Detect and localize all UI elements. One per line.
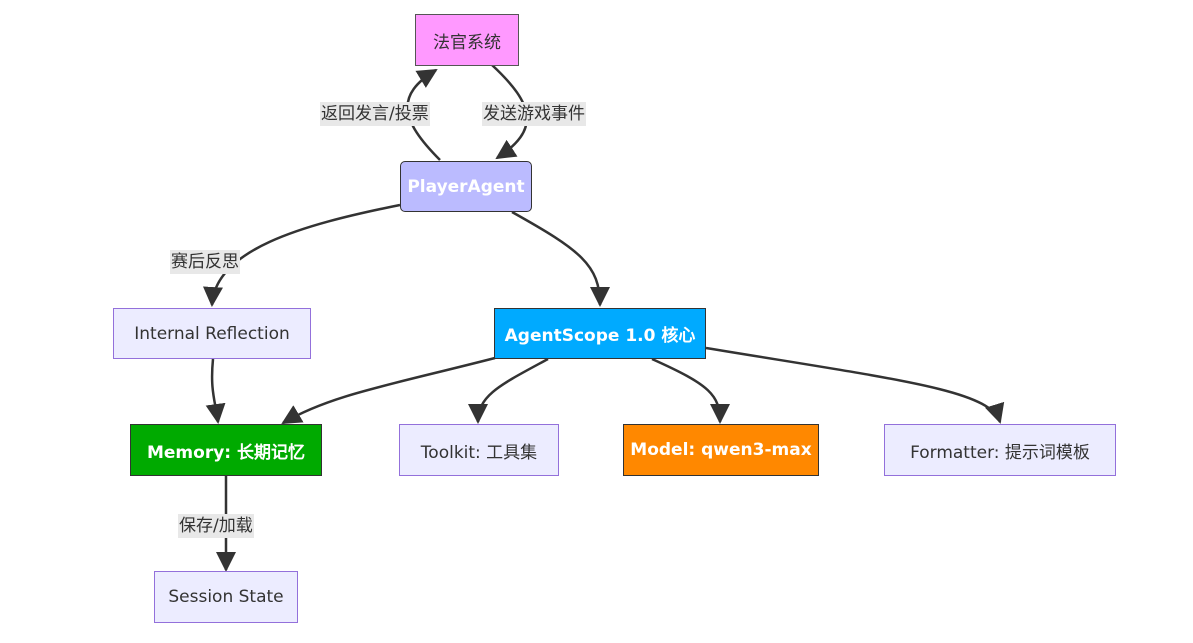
node-label: Memory: 长期记忆 [146, 442, 306, 463]
node-label: PlayerAgent [407, 176, 525, 197]
node-toolkit[interactable]: Toolkit: 工具集 [399, 424, 559, 476]
node-judge-system[interactable]: 法官系统 [415, 14, 519, 66]
edge-label-post-game-reflection: 赛后反思 [170, 250, 240, 274]
node-label: Model: qwen3-max [630, 440, 812, 460]
node-formatter[interactable]: Formatter: 提示词模板 [884, 424, 1116, 476]
edge-player-to-reflection [203, 203, 401, 307]
node-player-agent[interactable]: PlayerAgent [400, 161, 532, 212]
edge-core-to-toolkit [468, 357, 549, 424]
node-label: Internal Reflection [134, 323, 290, 344]
edge-reflection-to-memory [205, 358, 226, 424]
node-label: AgentScope 1.0 核心 [504, 326, 696, 346]
node-session-state[interactable]: Session State [154, 571, 298, 623]
node-memory[interactable]: Memory: 长期记忆 [130, 424, 322, 476]
node-label: 法官系统 [433, 32, 501, 53]
edge-label-return-speech-vote: 返回发言/投票 [320, 102, 430, 126]
edge-core-to-formatter [705, 346, 1005, 424]
node-label: Formatter: 提示词模板 [910, 442, 1090, 463]
edge-player-to-core [511, 210, 610, 307]
node-label: Toolkit: 工具集 [420, 442, 538, 463]
node-internal-reflection[interactable]: Internal Reflection [113, 308, 311, 359]
edge-label-save-load: 保存/加载 [178, 514, 254, 538]
node-model[interactable]: Model: qwen3-max [623, 424, 819, 476]
edge-core-to-memory [281, 356, 496, 425]
edge-core-to-model [651, 357, 730, 424]
edge-label-send-game-event: 发送游戏事件 [482, 102, 586, 126]
node-agentscope-core[interactable]: AgentScope 1.0 核心 [494, 308, 706, 359]
node-label: Session State [168, 587, 284, 607]
